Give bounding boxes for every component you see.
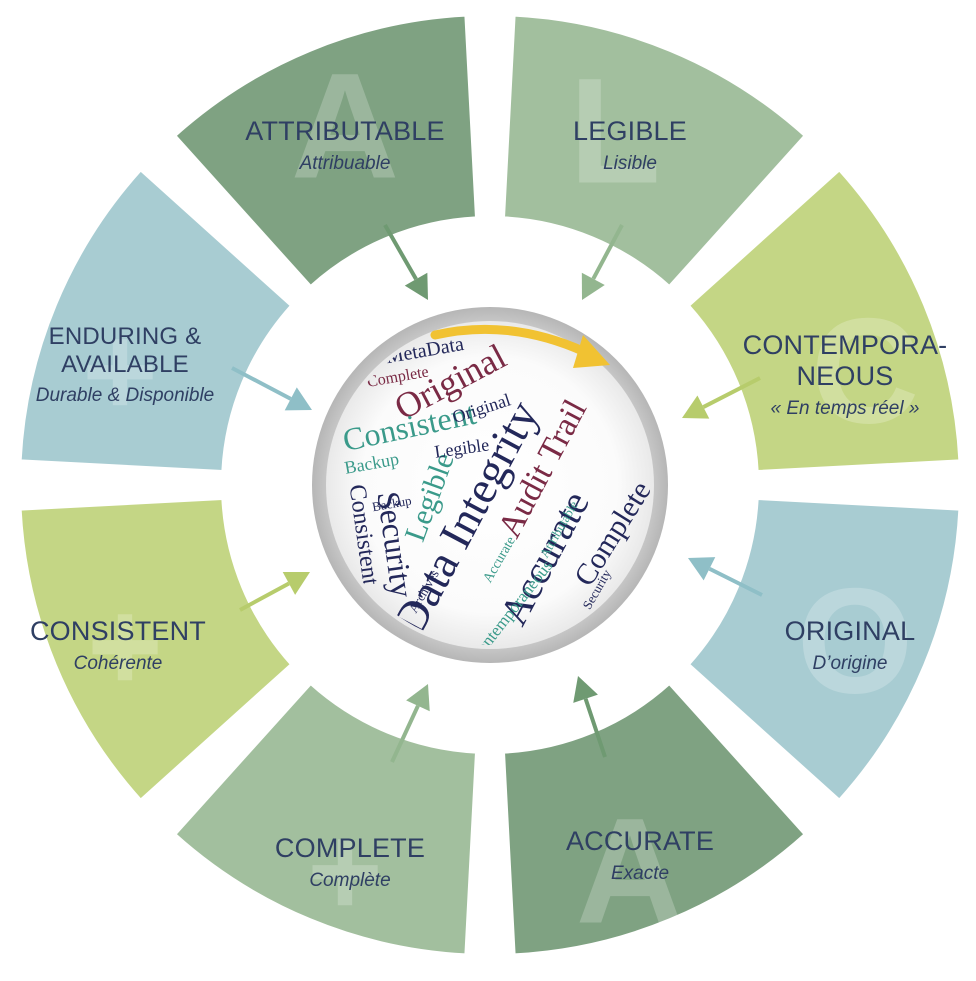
segment-subtitle-original: D’origine <box>812 652 888 674</box>
segment-title-consistent: CONSISTENT <box>29 615 206 646</box>
segment-title-attributable: ATTRIBUTABLE <box>245 115 445 146</box>
segment-label-legible: LEGIBLE Lisible <box>530 116 730 175</box>
segment-label-original: ORIGINAL D’origine <box>750 616 950 675</box>
segment-title-contemporaneous: CONTEMPORA- NEOUS <box>742 330 948 392</box>
arrow-shaft <box>231 366 292 401</box>
segment-label-accurate: ACCURATE Exacte <box>530 826 750 885</box>
segment-label-complete: COMPLETE Complète <box>240 833 460 892</box>
segment-label-contemporaneous: CONTEMPORA- NEOUS « En temps réel » <box>715 330 975 420</box>
segment-letter-contemporaneous: C <box>811 287 919 455</box>
segment-enduring <box>19 169 292 472</box>
segment-subtitle-enduring: Durable & Disponible <box>35 384 215 406</box>
segment-letter-attributable: A <box>291 42 399 210</box>
segment-attributable <box>174 14 477 287</box>
segment-subtitle-accurate: Exacte <box>610 862 670 884</box>
arrow-head-icon <box>406 684 430 712</box>
segment-subtitle-legible: Lisible <box>603 152 657 174</box>
segment-letter-enduring: + <box>82 298 158 444</box>
segment-original <box>688 498 961 801</box>
arrow-accurate <box>573 676 607 758</box>
segment-letter-consistent: + <box>87 573 163 719</box>
segment-subtitle-attributable: Attribuable <box>299 152 391 174</box>
segment-accurate <box>503 683 806 956</box>
arrow-head-icon <box>581 272 605 300</box>
segment-letter-original: O <box>797 557 914 725</box>
arrow-head-icon <box>682 395 710 419</box>
arrow-shaft <box>702 376 761 409</box>
segment-subtitle-complete: Complète <box>309 869 391 891</box>
segment-title-enduring: ENDURING & AVAILABLE <box>48 323 202 379</box>
arrow-shaft <box>390 704 420 763</box>
arrow-consistent <box>239 572 310 612</box>
segment-consistent <box>19 498 292 801</box>
arrow-head-icon <box>284 387 312 411</box>
arrow-legible <box>581 224 624 300</box>
cycle-arrow-head-icon <box>573 335 610 368</box>
arrow-head-icon <box>404 272 428 300</box>
segment-subtitle-contemporaneous: « En temps réel » <box>770 398 920 420</box>
segment-complete <box>174 683 477 956</box>
segment-title-legible: LEGIBLE <box>573 115 687 146</box>
segment-title-complete: COMPLETE <box>274 832 426 863</box>
arrow-head-icon <box>282 572 310 595</box>
arrow-complete <box>390 684 430 763</box>
segment-label-consistent: CONSISTENT Cohérente <box>3 616 233 675</box>
arrow-shaft <box>708 566 763 597</box>
segment-letter-accurate: A <box>576 787 684 955</box>
arrow-shaft <box>583 698 607 758</box>
arrow-enduring <box>231 366 312 411</box>
arrow-shaft <box>383 224 418 281</box>
arrow-shaft <box>591 224 624 280</box>
segment-label-attributable: ATTRIBUTABLE Attribuable <box>215 116 475 175</box>
arrow-shaft <box>239 581 290 612</box>
segment-legible <box>503 14 806 287</box>
arrow-head-icon <box>573 676 598 703</box>
segment-title-original: ORIGINAL <box>784 615 916 646</box>
arrows-layer <box>231 224 763 763</box>
arrow-contemporaneous <box>682 376 761 419</box>
arrow-head-icon <box>688 557 716 581</box>
arrow-original <box>688 557 763 597</box>
segment-title-accurate: ACCURATE <box>565 825 715 856</box>
arrow-attributable <box>383 224 428 300</box>
center-sphere <box>326 321 654 649</box>
segment-letter-complete: + <box>307 798 383 944</box>
cycle-arrow-icon <box>430 324 590 357</box>
segment-letter-legible: L <box>569 47 661 215</box>
segment-subtitle-consistent: Cohérente <box>73 652 163 674</box>
segment-contemporaneous <box>688 169 961 472</box>
segment-label-enduring: ENDURING & AVAILABLE Durable & Disponible <box>0 323 265 406</box>
cloud-word: Backup <box>371 493 413 515</box>
